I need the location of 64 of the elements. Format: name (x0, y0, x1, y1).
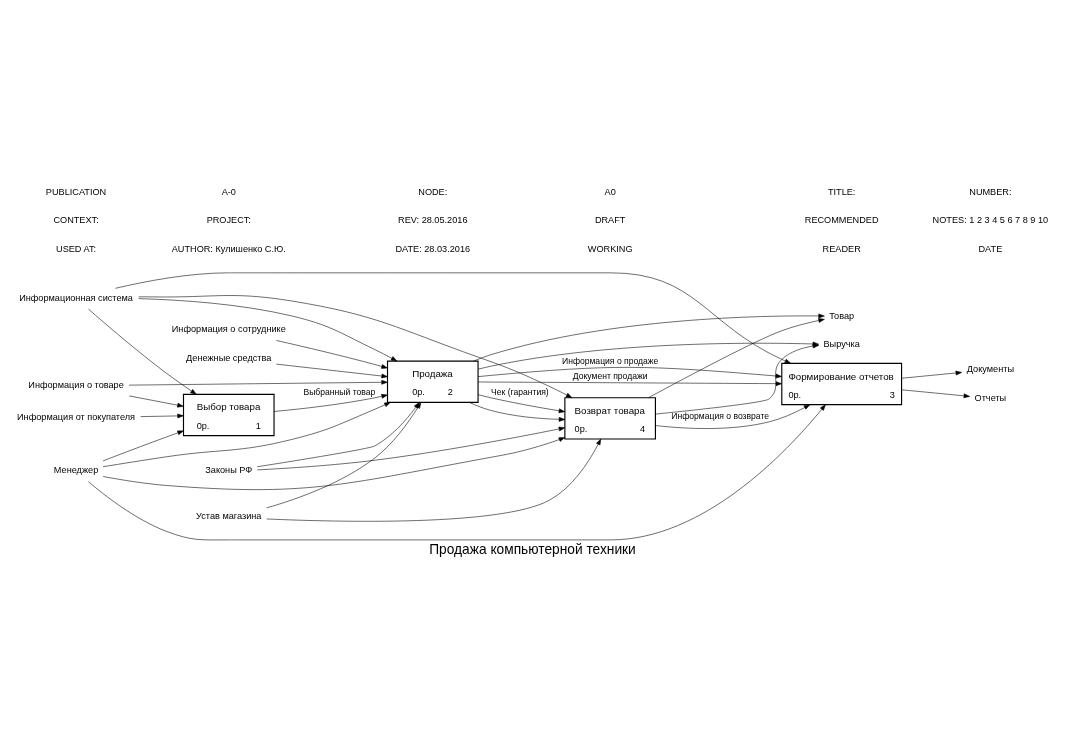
node-text: Устав магазина (196, 511, 262, 522)
edge-label: Выбранный товар (303, 386, 376, 397)
arrow (648, 318, 825, 398)
arrow (257, 426, 566, 471)
arrow (138, 295, 573, 398)
node-text: Выручка (823, 339, 860, 350)
arrow (102, 430, 184, 462)
arrow (140, 413, 184, 419)
edge-label: Чек (гарантия) (491, 386, 549, 397)
node-text: Денежные средства (186, 352, 272, 363)
label: USED AT: (56, 244, 97, 255)
node-text: Информация о товаре (28, 379, 124, 390)
node-box: Продажа 0р. 2 (386, 360, 479, 403)
arrow (276, 340, 388, 369)
label: CONTEXT: (53, 215, 99, 226)
arrow (128, 395, 184, 408)
node-text: Менеджер (53, 465, 99, 476)
arrow (477, 367, 782, 379)
label: PROJECT: (206, 215, 251, 226)
edge-label: Информация о возврате (671, 410, 770, 421)
diagram-title: Продажа компьютерной техники (429, 541, 636, 557)
label: A-0 (221, 186, 236, 197)
arrow (102, 402, 391, 468)
node-text: Документы (966, 363, 1014, 374)
edge-label: Документ продажи (572, 371, 648, 382)
node-text: Информационная система (19, 292, 133, 303)
arrow (655, 404, 811, 429)
label: REV: 28.05.2016 (398, 215, 468, 226)
arrow (102, 437, 566, 490)
arrow (477, 394, 566, 414)
label: DATE (978, 244, 1003, 255)
node-box: Формирование отчетов 0р. 3 (781, 362, 903, 406)
arrow (276, 363, 388, 379)
label: READER (822, 244, 861, 255)
label: NUMBER: (969, 186, 1012, 197)
label: WORKING (587, 244, 633, 255)
arrow (115, 272, 791, 364)
node-box: Выбор товара 0р. 1 (182, 393, 275, 437)
arrow (138, 298, 398, 362)
node-text: Товар (829, 310, 855, 321)
label: AUTHOR: Кулишенко С.Ю. (171, 244, 286, 255)
label: DATE: 28.03.2016 (395, 244, 471, 255)
node-text: Информация от покупателя (17, 412, 136, 423)
arrow (88, 308, 197, 395)
label: TITLE: (827, 186, 856, 197)
arrow (469, 402, 566, 422)
label: DRAFT (594, 215, 626, 226)
node-text: Законы РФ (205, 465, 253, 476)
arrow (901, 370, 962, 379)
arrow (473, 313, 825, 362)
label: A0 (604, 186, 616, 197)
node-text: Отчеты (974, 392, 1007, 403)
node-text: Информация о сотруднике (171, 324, 286, 335)
label: NOTES: 1 2 3 4 5 6 7 8 9 10 (932, 215, 1049, 226)
label: NODE: (418, 186, 448, 197)
arrow (901, 389, 970, 399)
label: RECOMMENDED (804, 215, 879, 226)
arrow (128, 380, 388, 386)
edge-label: Информация о продаже (561, 355, 659, 366)
arrow (477, 381, 783, 386)
arrow (273, 394, 388, 412)
label: PUBLICATION (45, 186, 107, 197)
node-box: Возврат товара 0р. 4 (564, 397, 656, 440)
arrow (266, 438, 602, 522)
